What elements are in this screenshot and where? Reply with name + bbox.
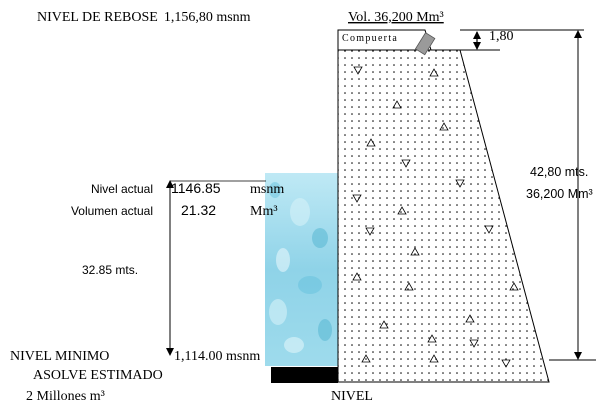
sediment-block (271, 367, 338, 383)
minimum-elevation: 1,114.00 msnm (174, 349, 260, 364)
depth-value: 32.85 mts. (82, 263, 138, 277)
sediment-label: ASOLVE ESTIMADO (33, 368, 163, 383)
gate-label: Compuerta (342, 33, 398, 44)
current-level-value: 1146.85 (171, 180, 221, 196)
minimum-label: NIVEL MINIMO (10, 349, 109, 364)
dam-body (337, 49, 550, 383)
title-volume: Vol. 36,200 Mm³ (348, 10, 444, 25)
base-label: NIVEL (331, 389, 373, 404)
dam-volume-value: 36,200 Mm³ (526, 187, 593, 201)
gate-height-value: 1,80 (489, 29, 514, 44)
sediment-volume: 2 Millones m³ (26, 389, 105, 404)
current-level-unit: msnm (250, 182, 284, 197)
water-reservoir (265, 173, 338, 366)
current-volume-value: 21.32 (181, 202, 216, 218)
current-volume-unit: Mm³ (250, 204, 278, 219)
dam-height-value: 42,80 mts. (530, 165, 588, 179)
current-level-label: Nivel actual (91, 182, 153, 196)
current-volume-label: Volumen actual (71, 204, 153, 218)
gate (337, 29, 436, 56)
